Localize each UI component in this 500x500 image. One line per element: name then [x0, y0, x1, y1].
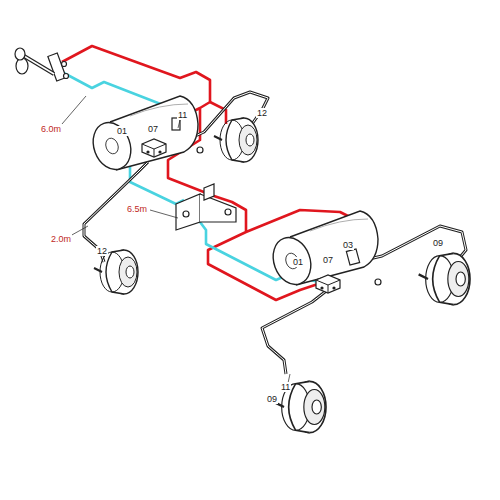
callout-number: 11	[280, 382, 291, 392]
callout-number: 01	[292, 257, 304, 267]
callout-number: 01	[116, 126, 128, 136]
callout-number: 03	[342, 240, 354, 250]
callout-number: 09	[432, 238, 444, 248]
callout-number: 12	[256, 108, 268, 118]
length-label: 6.0m	[40, 124, 62, 134]
callout-number: 09	[266, 394, 278, 404]
length-label: 6.5m	[126, 204, 148, 214]
callout-number: 12	[96, 246, 108, 256]
callout-number: 11	[177, 110, 188, 120]
callout-number: 07	[322, 255, 334, 265]
callout-number: 07	[147, 124, 159, 134]
length-label: 2.0m	[50, 234, 72, 244]
